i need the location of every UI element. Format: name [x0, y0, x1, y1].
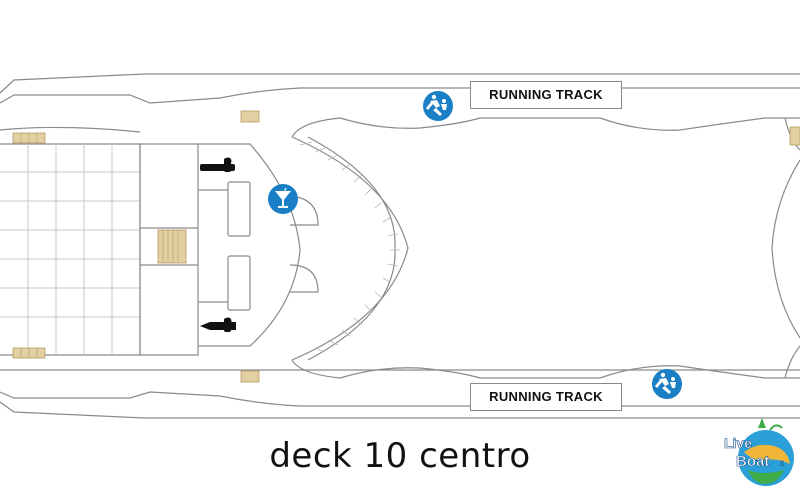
central-deck — [339, 117, 800, 131]
stairs — [12, 110, 800, 383]
running-icon — [652, 369, 682, 399]
stair-right — [789, 126, 800, 146]
service-block — [139, 143, 199, 356]
liveboat-logo: Live Boat .it — [724, 418, 794, 486]
stair-bottom-center — [240, 370, 260, 383]
svg-text:.it: .it — [778, 459, 785, 468]
svg-text:Live: Live — [724, 435, 752, 451]
restroom-man-icon — [200, 157, 235, 172]
svg-text:Boat: Boat — [736, 453, 769, 470]
restroom-woman-icon — [200, 317, 236, 332]
cocktail-bar-icon — [268, 184, 298, 214]
running-track-label: RUNNING TRACK — [470, 81, 622, 109]
bar-area — [198, 143, 301, 347]
running-icon — [423, 91, 453, 121]
hull-inner-top — [0, 87, 470, 104]
hull-inner-bottom — [0, 391, 470, 407]
hull-outline-top — [0, 73, 800, 94]
stair-top-center — [240, 110, 260, 123]
running-track-label: RUNNING TRACK — [470, 383, 622, 411]
hull-outline-bottom — [0, 401, 800, 419]
stair-mid — [157, 229, 187, 264]
pool-grid — [0, 144, 140, 355]
deck-caption: deck 10 centro — [269, 436, 531, 476]
seating-arc — [291, 136, 409, 361]
